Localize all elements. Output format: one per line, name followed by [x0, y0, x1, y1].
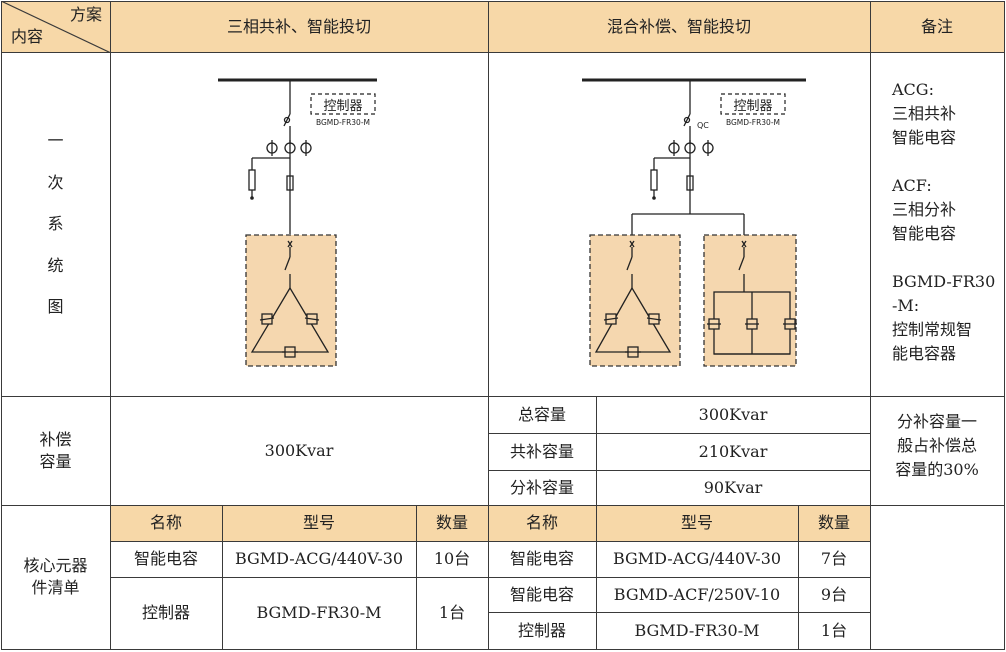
component-columns-header: [110, 505, 870, 541]
corner-scheme-label: 方案: [69, 5, 102, 24]
diagram-label-char: 统: [47, 255, 64, 275]
col-header-model-b: 型号: [680, 513, 713, 533]
note-line: -M:: [892, 296, 920, 315]
table-row-b-qty: 7台: [820, 549, 848, 569]
capacity-note: 分补容量一 般占补偿总 容量的30%: [870, 396, 1004, 505]
table-row-a-qty: 1台: [438, 603, 466, 623]
current-transformer-icon: [266, 140, 312, 156]
capacity-row-label: 补偿 容量: [1, 396, 110, 505]
remarks-header: 备注: [920, 16, 953, 36]
table-row-b-name: 智能电容: [509, 584, 574, 604]
note-line: 智能电容: [892, 224, 957, 243]
table-row-b-name: 智能电容: [509, 549, 574, 569]
capacity-b-value: 90Kvar: [703, 477, 763, 497]
table-row-a-model: BGMD-ACG/440V-30: [234, 549, 404, 569]
capacity-label-line: 补偿: [39, 429, 72, 449]
capacity-b-name: 分补容量: [509, 477, 574, 497]
capacitor-module-a: [245, 234, 337, 367]
capacity-b-name: 总容量: [517, 404, 566, 424]
capacity-b-value: 210Kvar: [698, 441, 768, 461]
controller-model-a: BGMD-FR30-M: [316, 118, 370, 127]
note-line: BGMD-FR30: [892, 272, 996, 291]
corner-content-label: 内容: [11, 27, 44, 47]
diagram-label-char: 系: [47, 214, 64, 234]
note-controller: BGMD-FR30 -M: 控制常规智 能电容器: [892, 270, 1004, 366]
capacitor-module-acf: [703, 234, 797, 367]
table-row-b-qty: 9台: [820, 584, 848, 604]
circuit-diagram-a: 控制器 BGMD-FR30-M: [218, 78, 377, 367]
header-row: [1, 1, 1005, 52]
note-line: ACF:: [892, 176, 932, 195]
col-header-qty-b: 数量: [817, 513, 850, 533]
capacitor-icon: [259, 313, 320, 358]
diagram-label-char: 次: [47, 172, 64, 192]
qc-label: QC: [697, 121, 709, 130]
note-line: 控制常规智: [892, 320, 973, 339]
capacity-a-value: 300Kvar: [264, 440, 334, 460]
circuit-diagram-b: QC 控制器 BGMD-FR30-M: [582, 78, 806, 367]
components-label-line: 件清单: [31, 578, 80, 597]
controller-model-b: BGMD-FR30-M: [726, 118, 780, 127]
col-header-model-a: 型号: [302, 513, 335, 533]
table-row-a-name: 智能电容: [133, 549, 198, 569]
controller-icon: 控制器 BGMD-FR30-M: [720, 93, 786, 127]
capacitor-icon: [707, 318, 797, 330]
capacity-label-line: 容量: [39, 451, 72, 471]
table-row-a-qty: 10台: [433, 549, 471, 569]
table-row-a-model: BGMD-FR30-M: [256, 603, 382, 623]
corner-header: 方案 内容: [1, 1, 110, 52]
components-row-label: 核心元器 件清单: [1, 505, 110, 649]
scheme-b-header: 混合补偿、智能投切: [606, 16, 751, 36]
components-label-line: 核心元器: [23, 556, 88, 576]
note-acg: ACG: 三相共补 智能电容: [892, 78, 1004, 150]
note-line: 三相共补: [892, 104, 957, 123]
capacity-note-line: 般占补偿总: [896, 436, 977, 455]
controller-icon: 控制器 BGMD-FR30-M: [310, 93, 376, 127]
capacity-b-name: 共补容量: [509, 441, 574, 461]
diagram-label-char: 一: [47, 131, 64, 151]
diagram-notes: ACG: 三相共补 智能电容 ACF: 三相分补 智能电容 BGMD-FR30 …: [870, 52, 1004, 396]
components-note: [870, 505, 1004, 649]
scheme-a-header: 三相共补、智能投切: [226, 16, 371, 36]
capacitor-icon: [603, 313, 662, 358]
note-acf: ACF: 三相分补 智能电容: [892, 174, 1004, 246]
capacity-b-value: 300Kvar: [698, 404, 768, 424]
controller-label-b: 控制器: [733, 99, 772, 114]
col-header-qty-a: 数量: [435, 513, 468, 533]
table-row-b-qty: 1台: [820, 620, 848, 640]
diagram-row-label: 一 次 系 统 图: [1, 52, 110, 396]
capacity-note-line: 容量的30%: [895, 460, 979, 479]
diagram-label-char: 图: [47, 297, 64, 317]
note-line: 智能电容: [892, 128, 957, 147]
note-line: ACG:: [892, 80, 934, 99]
col-header-name-b: 名称: [525, 513, 558, 533]
table-row-b-model: BGMD-ACG/440V-30: [612, 549, 782, 569]
controller-label-a: 控制器: [323, 99, 362, 114]
table-row-b-model: BGMD-FR30-M: [634, 620, 760, 640]
corner-diagonal: [1, 1, 111, 53]
note-line: 三相分补: [892, 200, 957, 219]
current-transformer-icon: [668, 140, 714, 156]
capacity-note-line: 分补容量一: [896, 412, 977, 431]
col-header-name-a: 名称: [149, 513, 182, 533]
table-row-b-name: 控制器: [517, 620, 566, 640]
table-row-a-name: 控制器: [141, 603, 190, 623]
note-line: 能电容器: [892, 344, 957, 363]
table-row-b-model: BGMD-ACF/250V-10: [613, 584, 781, 604]
